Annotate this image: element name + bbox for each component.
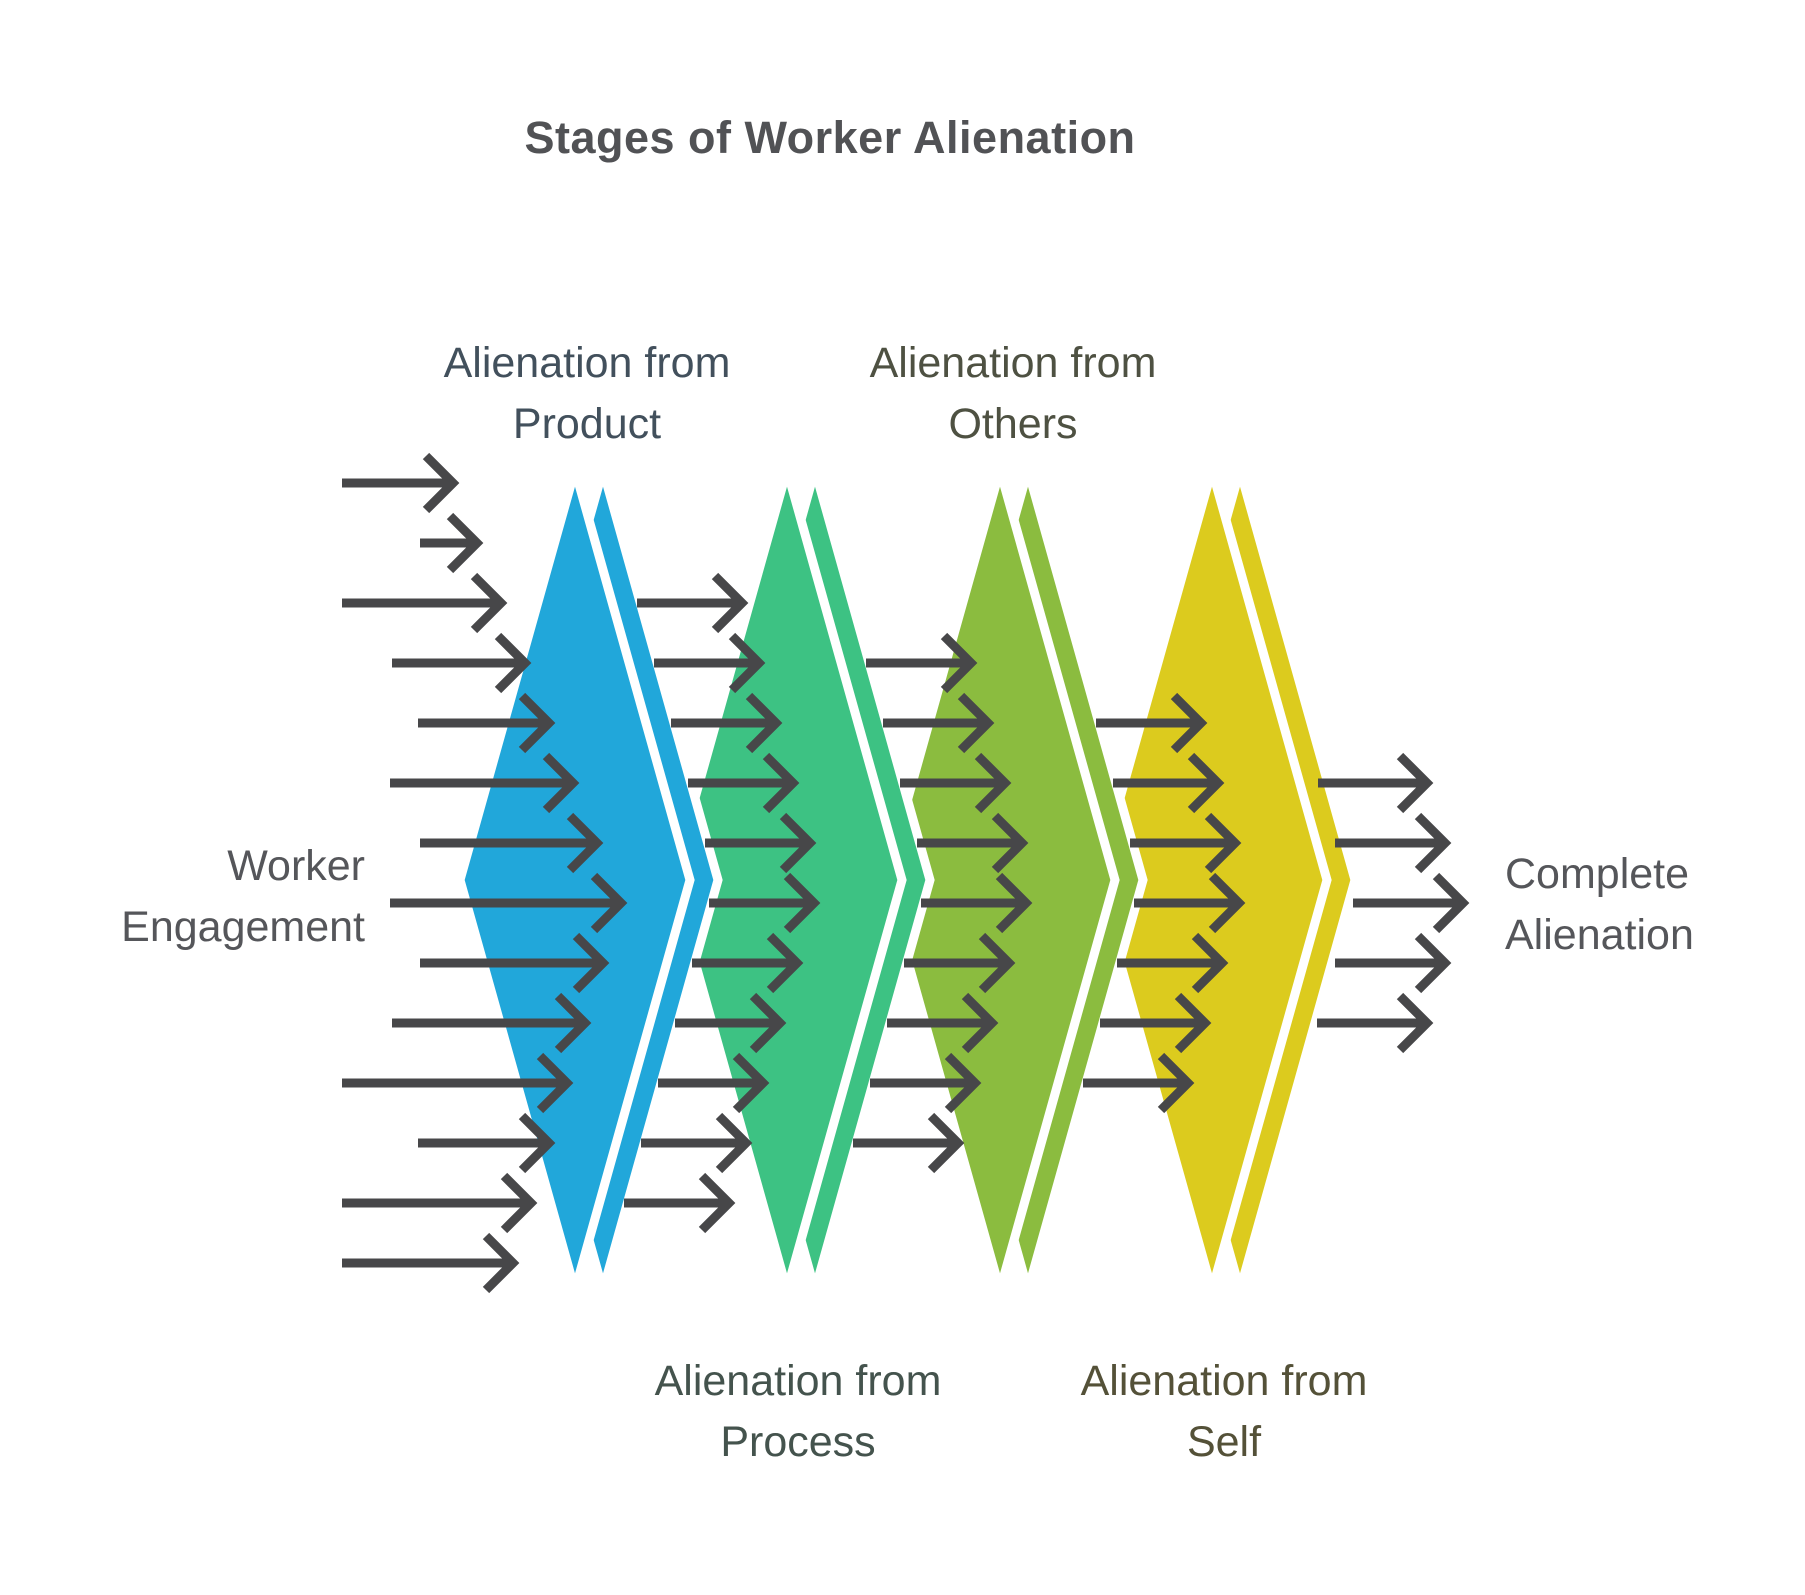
- flow-arrow-entry: [392, 992, 592, 1054]
- flow-arrow-entry: [342, 1052, 574, 1114]
- label-product-line2: Product: [512, 400, 662, 449]
- flow-arrow-entry: [342, 1232, 520, 1294]
- flow-arrow-between_product_process: [658, 1052, 770, 1114]
- flow-arrow-between_product_process: [692, 932, 804, 994]
- label-complete-line1: Complete: [1505, 850, 1690, 898]
- flow-arrow-between_product_process: [675, 992, 787, 1054]
- flow-arrow-between_others_self: [1096, 692, 1208, 754]
- flow-arrow-between_product_process: [671, 692, 783, 754]
- flow-arrow-between_process_others: [883, 692, 995, 754]
- flow-arrow-exit: [1335, 812, 1452, 874]
- label-self-line1: Alienation from: [1080, 1357, 1368, 1405]
- label-process-line1: Alienation from: [654, 1357, 942, 1405]
- flow-arrow-between_process_others: [870, 1052, 982, 1114]
- flow-arrow-exit: [1317, 992, 1434, 1054]
- flow-arrow-exit: [1353, 872, 1470, 934]
- label-complete-line2: Alienation: [1505, 911, 1694, 960]
- flow-arrow-between_product_process: [709, 872, 821, 934]
- label-self-line2: Self: [1186, 1418, 1262, 1467]
- flow-arrow-between_product_process: [654, 632, 766, 694]
- flow-arrow-entry: [420, 932, 610, 994]
- flow-arrow-exit: [1318, 752, 1434, 814]
- flow-arrow-entry: [342, 572, 508, 634]
- flow-arrow-exit: [1335, 932, 1452, 994]
- flow-arrow-between_process_others: [866, 632, 978, 694]
- page-title: Stages of Worker Alienation: [524, 112, 1136, 163]
- flow-arrow-between_others_self: [1134, 872, 1246, 934]
- flow-arrow-entry: [390, 752, 580, 814]
- flow-arrow-between_product_process: [705, 812, 817, 874]
- label-worker-line1: Worker: [227, 842, 365, 890]
- flow-arrow-between_others_self: [1100, 992, 1212, 1054]
- flow-arrow-between_product_process: [641, 1112, 753, 1174]
- flow-arrow-entry: [342, 452, 460, 514]
- label-others-line1: Alienation from: [869, 339, 1157, 387]
- label-process-line2: Process: [720, 1418, 876, 1467]
- flow-arrow-between_product_process: [688, 752, 800, 814]
- flow-arrow-between_process_others: [904, 932, 1016, 994]
- flow-arrow-entry: [390, 872, 628, 934]
- flow-arrow-entry: [420, 812, 604, 874]
- flow-arrow-between_others_self: [1113, 752, 1225, 814]
- flow-arrow-between_process_others: [887, 992, 999, 1054]
- flow-arrow-between_process_others: [900, 752, 1012, 814]
- label-worker-line2: Engagement: [121, 903, 365, 952]
- label-product-line1: Alienation from: [443, 339, 731, 387]
- flow-arrow-entry: [342, 1172, 538, 1234]
- flow-arrow-between_process_others: [853, 1112, 965, 1174]
- flow-arrow-between_others_self: [1083, 1052, 1195, 1114]
- flow-arrow-entry: [418, 692, 556, 754]
- flow-arrow-entry: [418, 1112, 556, 1174]
- flow-arrow-between_process_others: [921, 872, 1033, 934]
- flow-arrow-between_others_self: [1117, 932, 1229, 994]
- flow-arrow-between_product_process: [637, 572, 749, 634]
- flow-arrow-between_product_process: [624, 1172, 736, 1234]
- flow-arrow-entry: [392, 632, 532, 694]
- label-others-line2: Others: [948, 400, 1078, 449]
- flow-arrow-entry: [420, 512, 484, 574]
- flow-arrow-between_others_self: [1130, 812, 1242, 874]
- flow-arrow-between_process_others: [917, 812, 1029, 874]
